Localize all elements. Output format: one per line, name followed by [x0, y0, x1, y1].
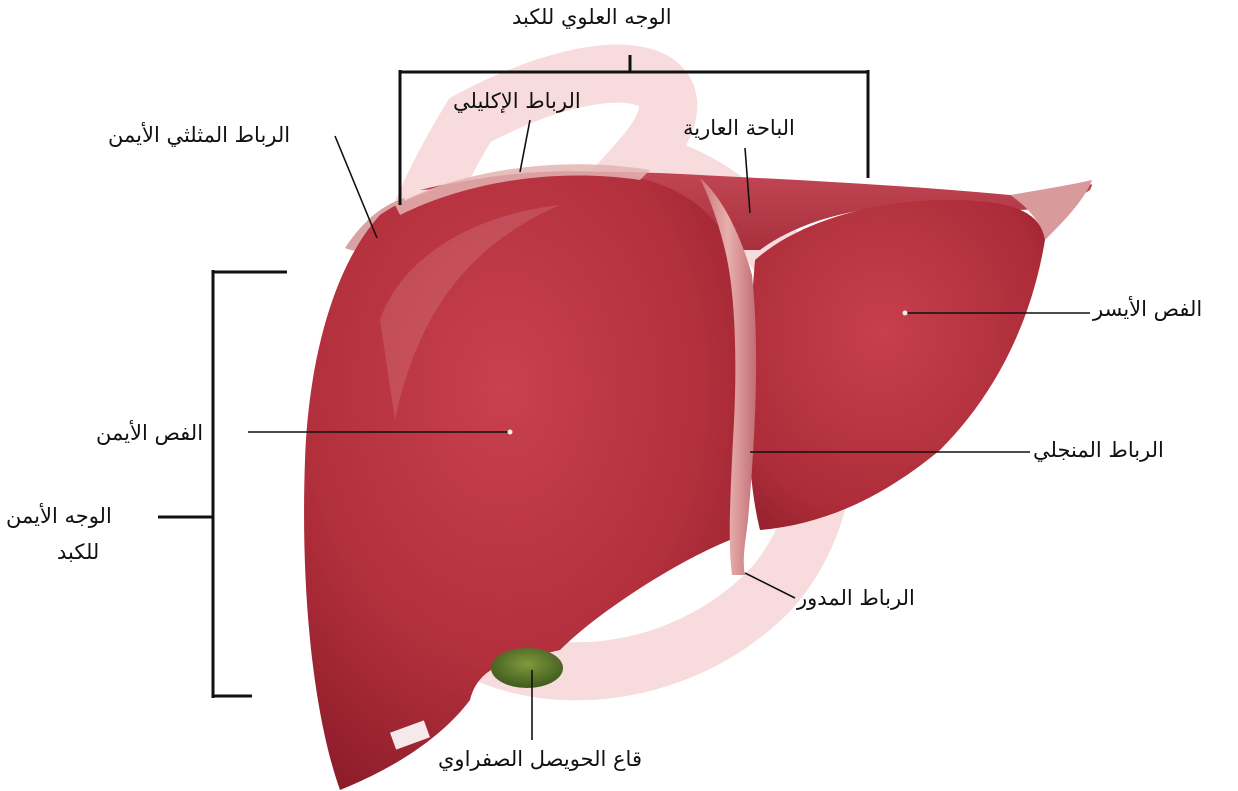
label-right-surface-line2: للكبد	[57, 539, 99, 565]
label-right-triangular-ligament: الرباط المثلثي الأيمن	[108, 122, 290, 148]
label-superior-surface: الوجه العلوي للكبد	[512, 4, 672, 30]
label-coronary-ligament: الرباط الإكليلي	[453, 88, 581, 114]
leader-right-triangular	[335, 136, 377, 238]
label-gallbladder-fundus: قاع الحويصل الصفراوي	[438, 746, 642, 772]
label-falciform-ligament: الرباط المنجلي	[1033, 437, 1164, 463]
gallbladder-fundus-shape	[491, 648, 563, 688]
right-lobe-shape	[304, 171, 751, 790]
label-right-lobe: الفص الأيمن	[96, 420, 203, 446]
leader-coronary	[520, 120, 530, 172]
label-left-lobe: الفص الأيسر	[1093, 296, 1202, 322]
label-round-ligament: الرباط المدور	[797, 585, 915, 611]
label-bare-area: الباحة العارية	[683, 115, 795, 141]
left-lobe-shape	[748, 200, 1045, 530]
label-right-surface-line1: الوجه الأيمن	[6, 503, 112, 529]
right-surface-bracket	[158, 270, 287, 698]
